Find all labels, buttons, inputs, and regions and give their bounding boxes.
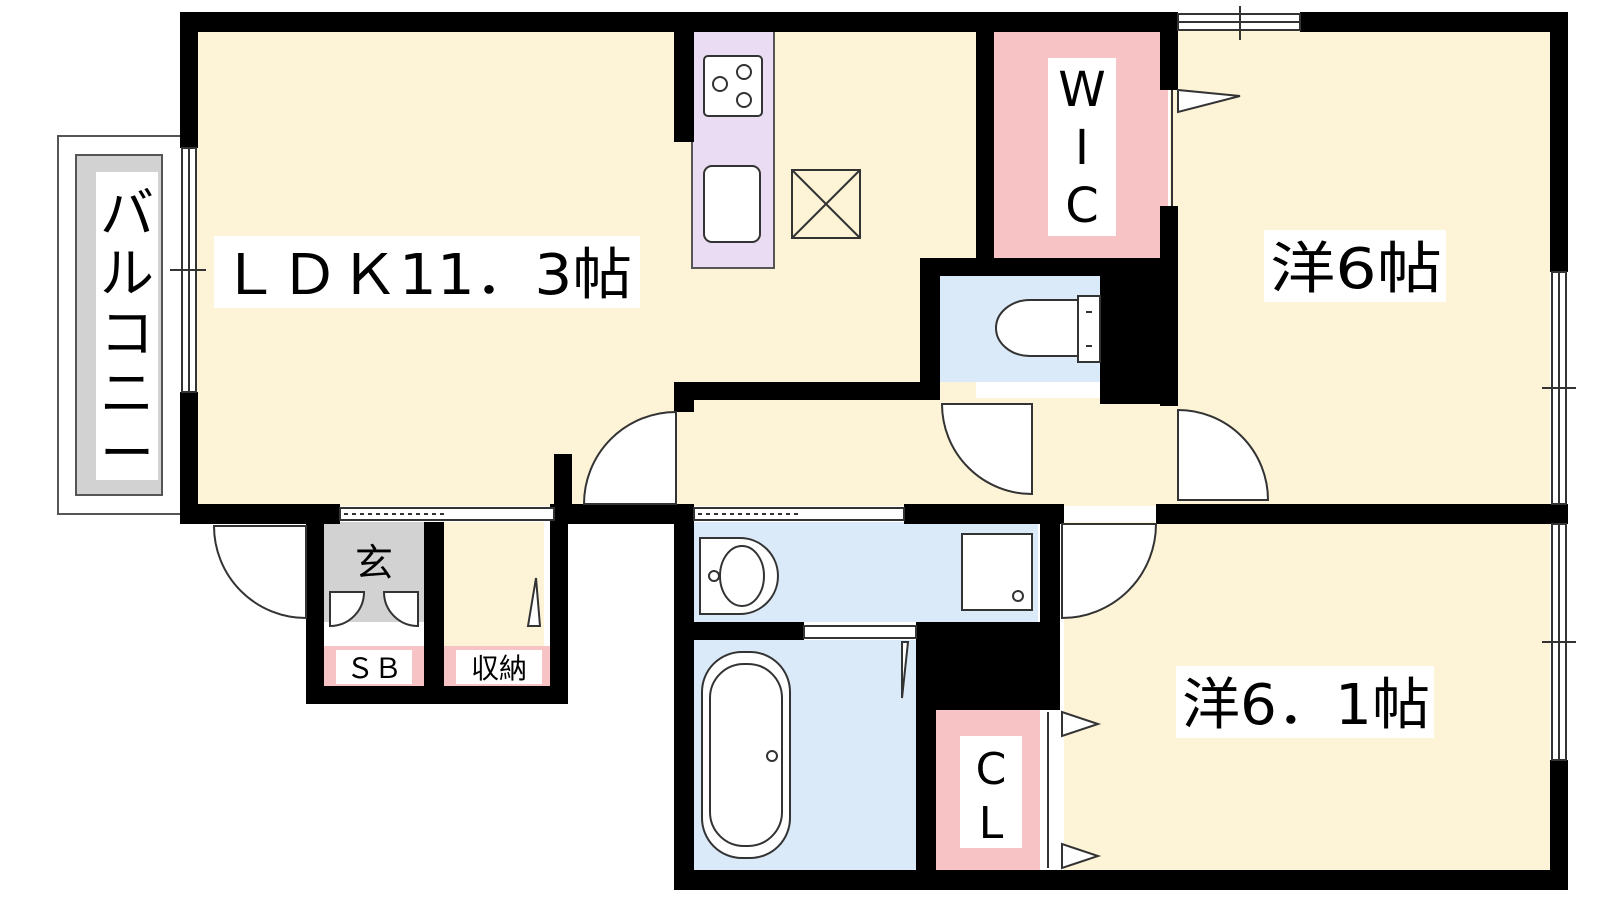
entrance-label: 玄 xyxy=(355,541,393,585)
svg-text:ニ: ニ xyxy=(100,362,154,425)
sink-icon xyxy=(703,165,761,243)
western-room-2-label: 洋6．1帖 xyxy=(1182,673,1430,738)
cl-label: C L xyxy=(976,744,1007,849)
openings xyxy=(339,507,917,639)
shoe-box-label: ＳＢ xyxy=(346,652,402,685)
storage-floor xyxy=(444,522,544,652)
windows xyxy=(170,6,1576,761)
stove-icon xyxy=(703,55,763,117)
svg-text:I: I xyxy=(1075,120,1089,176)
wic-label: W I C xyxy=(1058,62,1105,234)
refrigerator-space-icon xyxy=(791,169,861,239)
western-room-2-label-bg xyxy=(1176,666,1434,738)
washing-machine-space-icon xyxy=(961,533,1033,611)
svg-text:L: L xyxy=(979,798,1004,849)
svg-text:C: C xyxy=(1065,178,1099,234)
svg-text:ル: ル xyxy=(100,242,154,305)
ldk-label-bg xyxy=(214,236,640,308)
walls xyxy=(180,12,1568,890)
storage-label-bg xyxy=(456,650,542,684)
svg-text:W: W xyxy=(1058,62,1105,118)
wic-label-bg xyxy=(1048,58,1116,236)
western-room-1-label-bg xyxy=(1264,230,1446,302)
svg-text:バ: バ xyxy=(100,182,154,245)
balcony-label-bg xyxy=(96,172,158,480)
toilet-icon xyxy=(995,295,1101,363)
washbasin-icon xyxy=(699,537,779,615)
svg-text:コ: コ xyxy=(100,302,154,365)
balcony-label: バ ル コ ニ ー xyxy=(100,182,154,485)
hallway-floor xyxy=(686,398,1170,506)
shoe-box-label-bg xyxy=(336,650,412,684)
ldk-label: ＬＤＫ11．3帖 xyxy=(220,243,632,308)
doors xyxy=(212,88,1270,870)
cl-label-bg xyxy=(960,736,1022,848)
svg-text:ー: ー xyxy=(100,422,154,485)
storage-label: 収納 xyxy=(471,652,527,685)
bathtub-icon xyxy=(701,651,791,859)
western-room-1-label: 洋6帖 xyxy=(1270,237,1442,302)
svg-text:C: C xyxy=(976,744,1007,795)
